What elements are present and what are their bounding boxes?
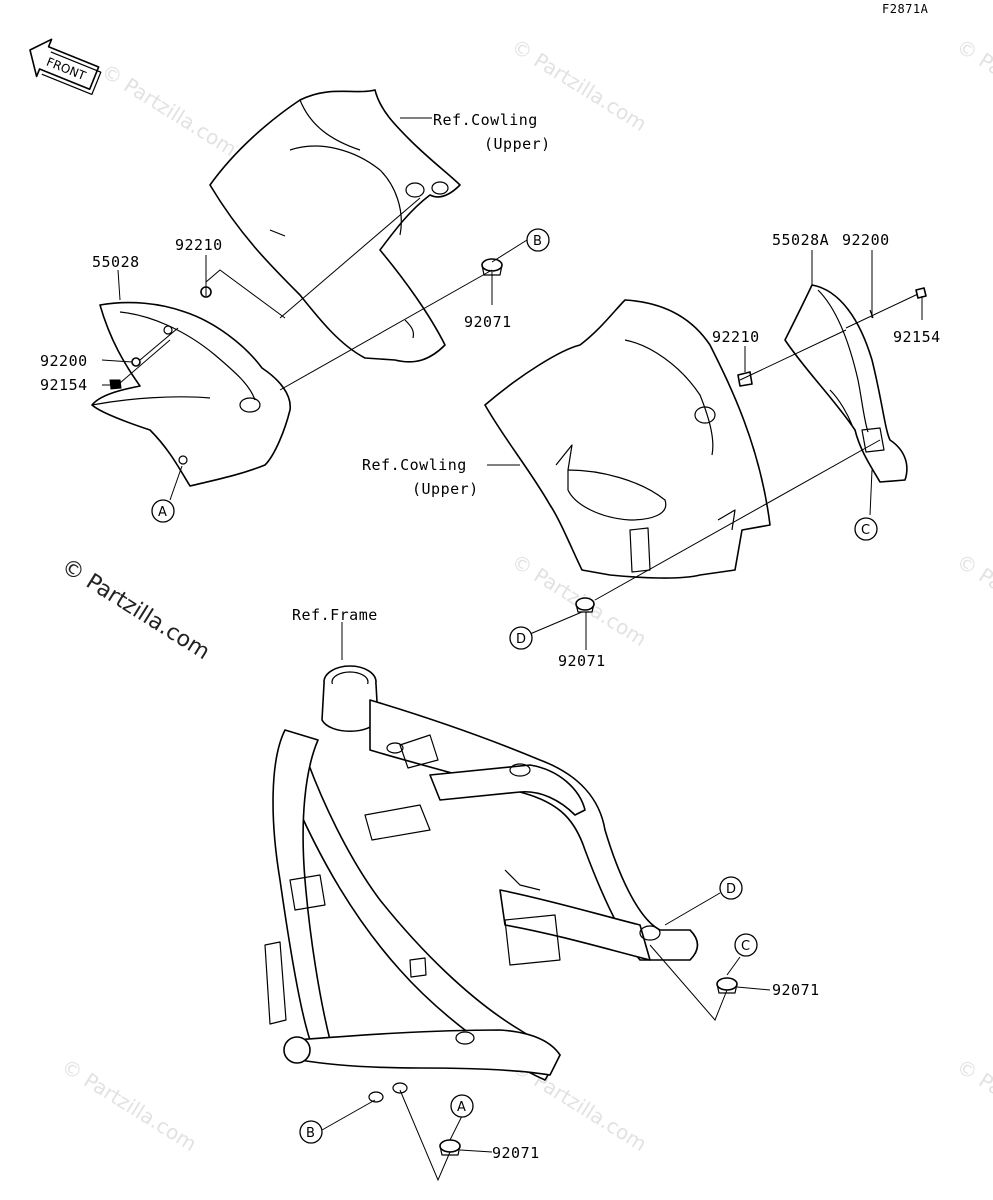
label-92071-b: 92071	[464, 313, 512, 331]
svg-text:B: B	[533, 234, 542, 249]
label-55028: 55028	[92, 253, 140, 271]
callout-a-frame: A	[450, 1094, 474, 1118]
callout-a-top: A	[151, 499, 175, 523]
washer-92200-left	[131, 357, 141, 367]
inner-cover-55028a	[784, 284, 908, 483]
label-92210-left: 92210	[175, 236, 223, 254]
leader-lines-frame	[321, 622, 771, 1182]
label-55028a: 55028A	[772, 231, 829, 249]
label-ref-cowling-upper-left: Ref.Cowling	[433, 111, 538, 129]
label-92154-right: 92154	[893, 328, 941, 346]
watermark: © Partzilla.com	[57, 1054, 201, 1156]
svg-text:C: C	[861, 523, 870, 538]
label-92071-c: 92071	[772, 981, 820, 999]
screw-92154-right	[845, 287, 927, 329]
callout-d-frame: D	[719, 876, 743, 900]
label-92071-d: 92071	[558, 652, 606, 670]
label-ref-cowling-upper-left-2: (Upper)	[484, 135, 551, 153]
front-arrow-icon: FRONT	[29, 38, 102, 96]
svg-text:B: B	[306, 1126, 315, 1141]
svg-text:A: A	[457, 1100, 466, 1115]
frame	[264, 665, 699, 1103]
label-ref-cowling-upper-right-2: (Upper)	[412, 480, 479, 498]
svg-text:A: A	[158, 505, 167, 520]
upper-cowling-right	[484, 299, 771, 579]
watermark: © Partzilla.com	[952, 34, 993, 136]
label-92154-left: 92154	[40, 376, 88, 394]
label-92210-right: 92210	[712, 328, 760, 346]
watermark: © Partzilla.com	[97, 59, 241, 161]
callout-d-top: D	[509, 626, 533, 650]
leader-lines-right	[487, 250, 923, 650]
svg-text:C: C	[741, 939, 750, 954]
callout-b-frame: B	[299, 1120, 323, 1144]
watermarks: © Partzilla.com © Partzilla.com © Partzi…	[57, 34, 993, 1156]
label-92200-left: 92200	[40, 352, 88, 370]
callout-c-frame: C	[734, 933, 758, 957]
figure-code: F2871A	[882, 2, 929, 16]
label-ref-frame: Ref.Frame	[292, 606, 378, 624]
grommet-92071-d	[575, 597, 595, 613]
leader-lines-left	[101, 117, 528, 501]
callout-c-top: C	[854, 517, 878, 541]
grommet-92071-c	[716, 977, 738, 994]
svg-text:D: D	[726, 882, 736, 897]
label-92071-a: 92071	[492, 1144, 540, 1162]
svg-text:D: D	[516, 632, 526, 647]
upper-cowling-left	[209, 89, 461, 363]
grommet-92210-right	[737, 371, 753, 387]
inner-cover-55028	[91, 301, 291, 487]
label-92200-right: 92200	[842, 231, 890, 249]
callout-b-top: B	[526, 228, 550, 252]
screw-92154-left	[109, 379, 122, 390]
watermark: © Partzilla.com	[952, 1054, 993, 1156]
watermark: © Partzilla.com	[952, 549, 993, 651]
watermark-large: © Partzilla.com	[57, 554, 214, 665]
label-ref-cowling-upper-right: Ref.Cowling	[362, 456, 467, 474]
